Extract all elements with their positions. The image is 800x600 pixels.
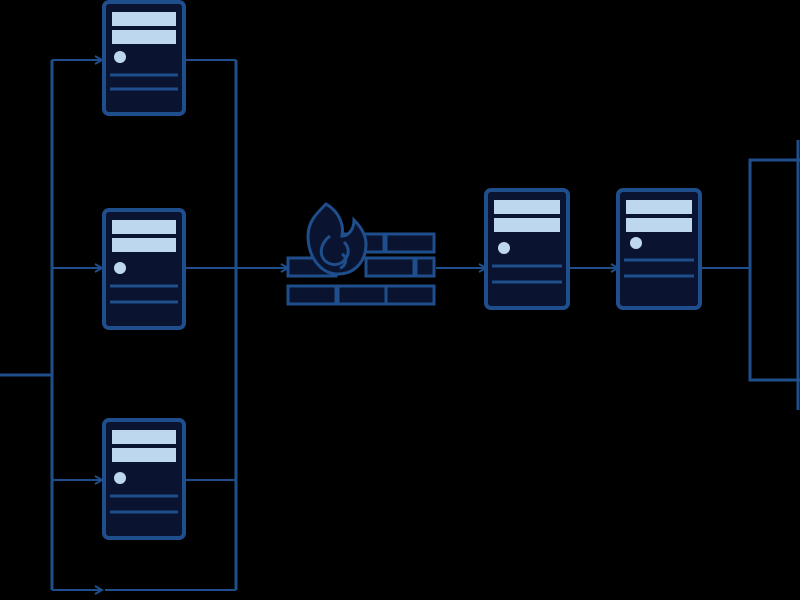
server-top-icon (102, 0, 186, 116)
server-middle-label (94, 340, 194, 354)
input-branches (52, 60, 102, 590)
server-top-label (94, 128, 194, 142)
server-right-1-icon (484, 188, 570, 310)
server-middle-icon (102, 208, 186, 330)
firewall-icon (286, 202, 436, 306)
server-right-2-icon (616, 188, 702, 310)
firewall-label (312, 318, 402, 332)
input-line (0, 60, 54, 590)
server-right-2-label (610, 320, 720, 334)
server-right-1-label (480, 320, 590, 334)
server-bottom-label (94, 550, 194, 564)
output-bracket (748, 158, 800, 382)
servers-output-bus (105, 59, 238, 591)
server-bottom-icon (102, 418, 186, 540)
